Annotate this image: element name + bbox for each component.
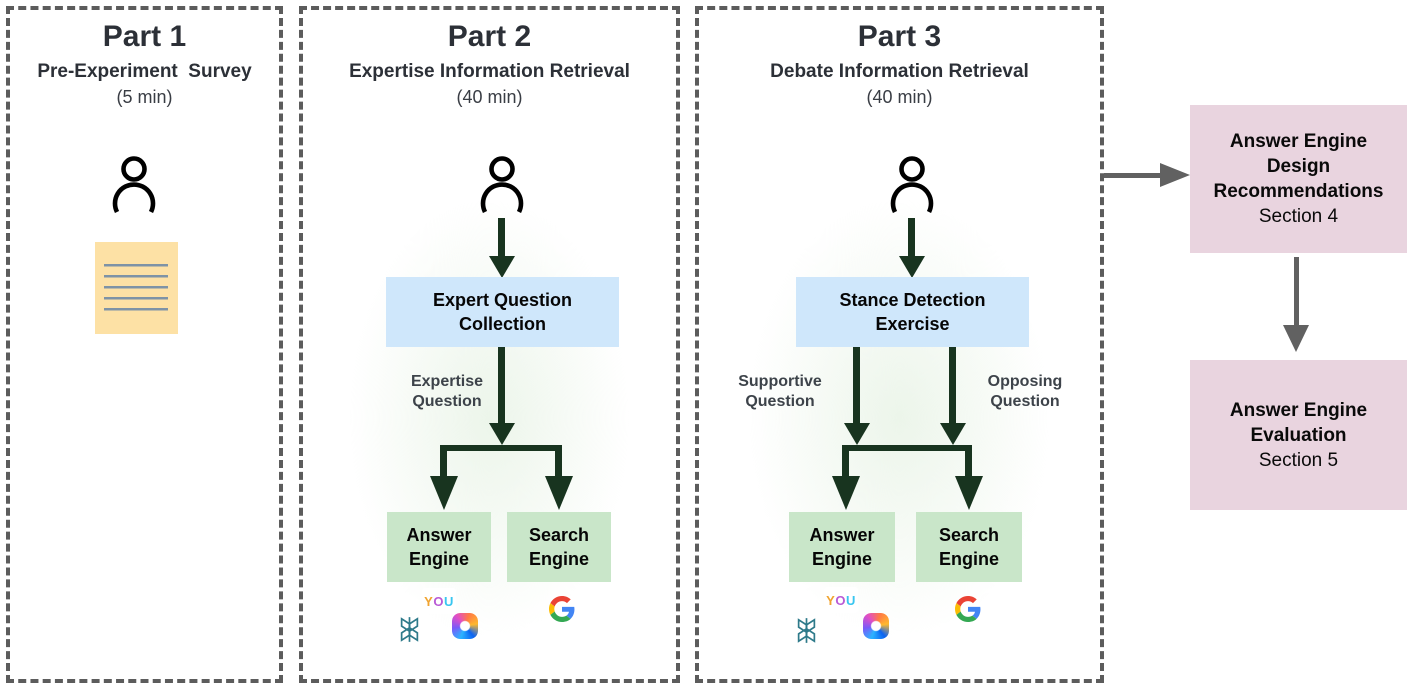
part-1-header: Part 1 Pre-Experiment Survey (5 min) bbox=[10, 18, 279, 109]
branch-left-stub bbox=[842, 445, 849, 478]
part-subtitle: Pre-Experiment Survey bbox=[37, 61, 252, 82]
perplexity-logo-icon bbox=[797, 618, 816, 643]
engine-box-answer: Answer Engine bbox=[789, 512, 895, 582]
panel-part-2: Part 2 Expertise Information Retrieval (… bbox=[299, 6, 680, 683]
arrow-head-icon bbox=[545, 476, 573, 510]
arrow-head-icon bbox=[899, 256, 925, 278]
edge-label-supportive-question: Supportive Question bbox=[738, 373, 822, 410]
part-title: Part 1 bbox=[102, 20, 187, 53]
arrow-head-icon bbox=[489, 423, 515, 445]
google-logo-icon bbox=[955, 596, 981, 622]
outcome-section: Section 4 bbox=[1258, 206, 1339, 227]
survey-document-icon bbox=[95, 242, 178, 334]
branch-right-stub bbox=[965, 445, 972, 478]
arrow-head-icon bbox=[955, 476, 983, 510]
survey-document-lines bbox=[104, 264, 168, 312]
perplexity-logo-icon bbox=[400, 617, 419, 642]
part-title: Part 3 bbox=[857, 20, 942, 53]
copilot-logo-icon bbox=[452, 613, 478, 639]
part-duration: (40 min) bbox=[456, 87, 523, 107]
arrow-head-icon bbox=[832, 476, 860, 510]
copilot-logo-icon bbox=[863, 613, 889, 639]
part-subtitle: Debate Information Retrieval bbox=[770, 61, 1029, 82]
process-box-expert-question-collection: Expert Question Collection bbox=[386, 277, 619, 347]
person-icon bbox=[480, 156, 524, 213]
part-2-header: Part 2 Expertise Information Retrieval (… bbox=[303, 18, 676, 109]
process-box-stance-detection-exercise: Stance Detection Exercise bbox=[796, 277, 1029, 347]
outcome-box-design-recommendations: Answer Engine Design Recommendations Sec… bbox=[1190, 105, 1407, 253]
arrow-head-icon bbox=[940, 423, 966, 445]
engine-box-search: Search Engine bbox=[916, 512, 1022, 582]
arrow-head-icon bbox=[489, 256, 515, 278]
branch-connector bbox=[440, 445, 562, 451]
outcome-title: Answer Engine Design Recommendations bbox=[1213, 131, 1384, 202]
arrow-head-icon bbox=[844, 423, 870, 445]
part-subtitle: Expertise Information Retrieval bbox=[349, 61, 630, 82]
person-icon bbox=[890, 156, 934, 213]
part-duration: (5 min) bbox=[116, 87, 173, 107]
branch-connector bbox=[842, 445, 972, 451]
outcome-box-evaluation: Answer Engine Evaluation Section 5 bbox=[1190, 360, 1407, 510]
part-duration: (40 min) bbox=[866, 87, 933, 107]
arrow-person-to-collection bbox=[498, 218, 505, 257]
part-3-header: Part 3 Debate Information Retrieval (40 … bbox=[699, 18, 1100, 109]
panel-part-1: Part 1 Pre-Experiment Survey (5 min) bbox=[6, 6, 283, 683]
engine-box-search: Search Engine bbox=[507, 512, 611, 582]
arrow-head-icon bbox=[430, 476, 458, 510]
outcome-title: Answer Engine Evaluation bbox=[1229, 399, 1368, 446]
branch-right-stub bbox=[555, 445, 562, 478]
branch-left-stub bbox=[440, 445, 447, 478]
panel-part-3: Part 3 Debate Information Retrieval (40 … bbox=[695, 6, 1104, 683]
arrow-supportive-question bbox=[853, 347, 860, 424]
arrow-opposing-question bbox=[949, 347, 956, 424]
arrow-head-icon bbox=[1283, 325, 1309, 352]
arrow-person-to-stance bbox=[908, 218, 915, 257]
arrow-head-icon bbox=[1160, 163, 1190, 187]
engine-box-answer: Answer Engine bbox=[387, 512, 491, 582]
person-icon bbox=[112, 156, 156, 213]
google-logo-icon bbox=[549, 596, 575, 622]
outcome-section: Section 5 bbox=[1258, 449, 1339, 471]
edge-label-expertise-question: Expertise Question bbox=[410, 373, 484, 410]
arrow-to-recommendations bbox=[1104, 173, 1160, 178]
part-title: Part 2 bbox=[447, 20, 532, 53]
arrow-collection-to-engines bbox=[498, 347, 505, 425]
arrow-recommendations-to-evaluation bbox=[1294, 257, 1299, 325]
edge-label-opposing-question: Opposing Question bbox=[987, 373, 1063, 410]
